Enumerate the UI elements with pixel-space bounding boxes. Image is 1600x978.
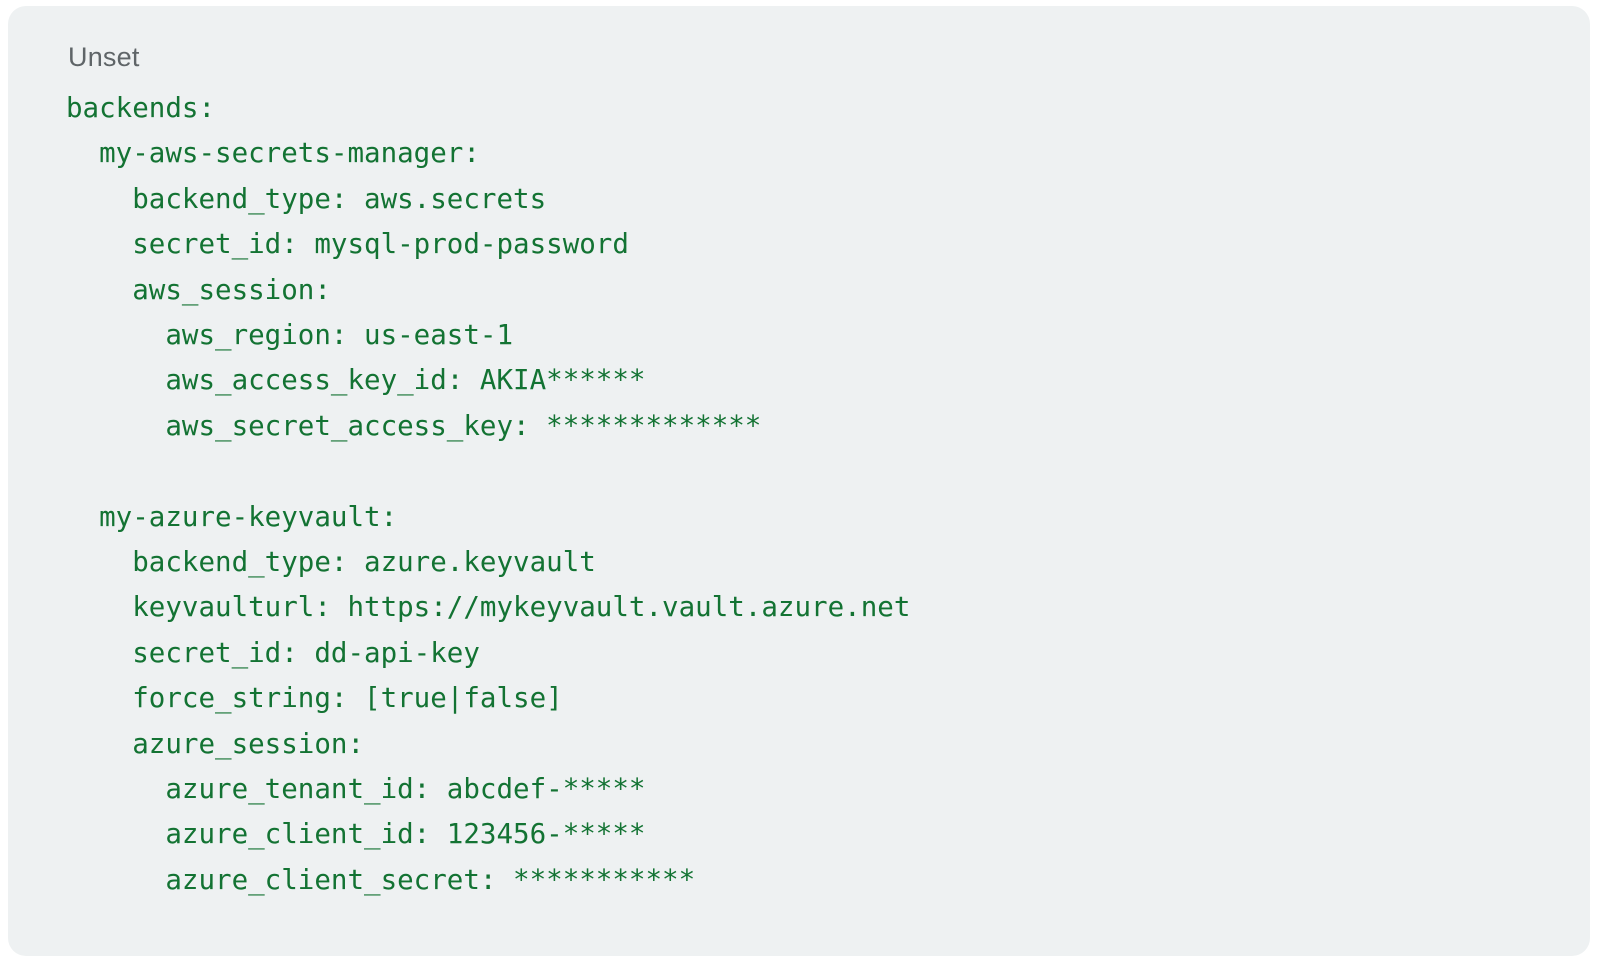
code-line xyxy=(66,449,1550,494)
code-line: azure_session: xyxy=(66,727,365,760)
code-line: backend_type: aws.secrets xyxy=(66,182,547,215)
code-lines-container: backends: my-aws-secrets-manager: backen… xyxy=(66,86,1550,903)
code-line: my-azure-keyvault: xyxy=(66,500,398,533)
code-line: keyvaulturl: https://mykeyvault.vault.az… xyxy=(66,591,911,624)
code-line: my-aws-secrets-manager: xyxy=(66,137,480,170)
code-line: aws_access_key_id: AKIA****** xyxy=(66,364,646,397)
code-line: aws_region: us-east-1 xyxy=(66,319,514,352)
code-line: force_string: [true|false] xyxy=(66,682,563,715)
code-language-label: Unset xyxy=(68,42,140,72)
code-line: azure_tenant_id: abcdef-***** xyxy=(66,773,646,806)
code-line: azure_client_secret: *********** xyxy=(66,863,696,896)
code-line: secret_id: mysql-prod-password xyxy=(66,228,629,261)
code-line: backend_type: azure.keyvault xyxy=(66,546,596,579)
code-line: aws_session: xyxy=(66,273,331,306)
code-block-card: Unset backends: my-aws-secrets-manager: … xyxy=(8,6,1590,956)
code-line: azure_client_id: 123456-***** xyxy=(66,818,646,851)
code-line: secret_id: dd-api-key xyxy=(66,636,480,669)
yaml-code-content[interactable]: backends: my-aws-secrets-manager: backen… xyxy=(66,86,1550,903)
code-line: aws_secret_access_key: ************* xyxy=(66,409,762,442)
code-line: backends: xyxy=(66,92,216,124)
